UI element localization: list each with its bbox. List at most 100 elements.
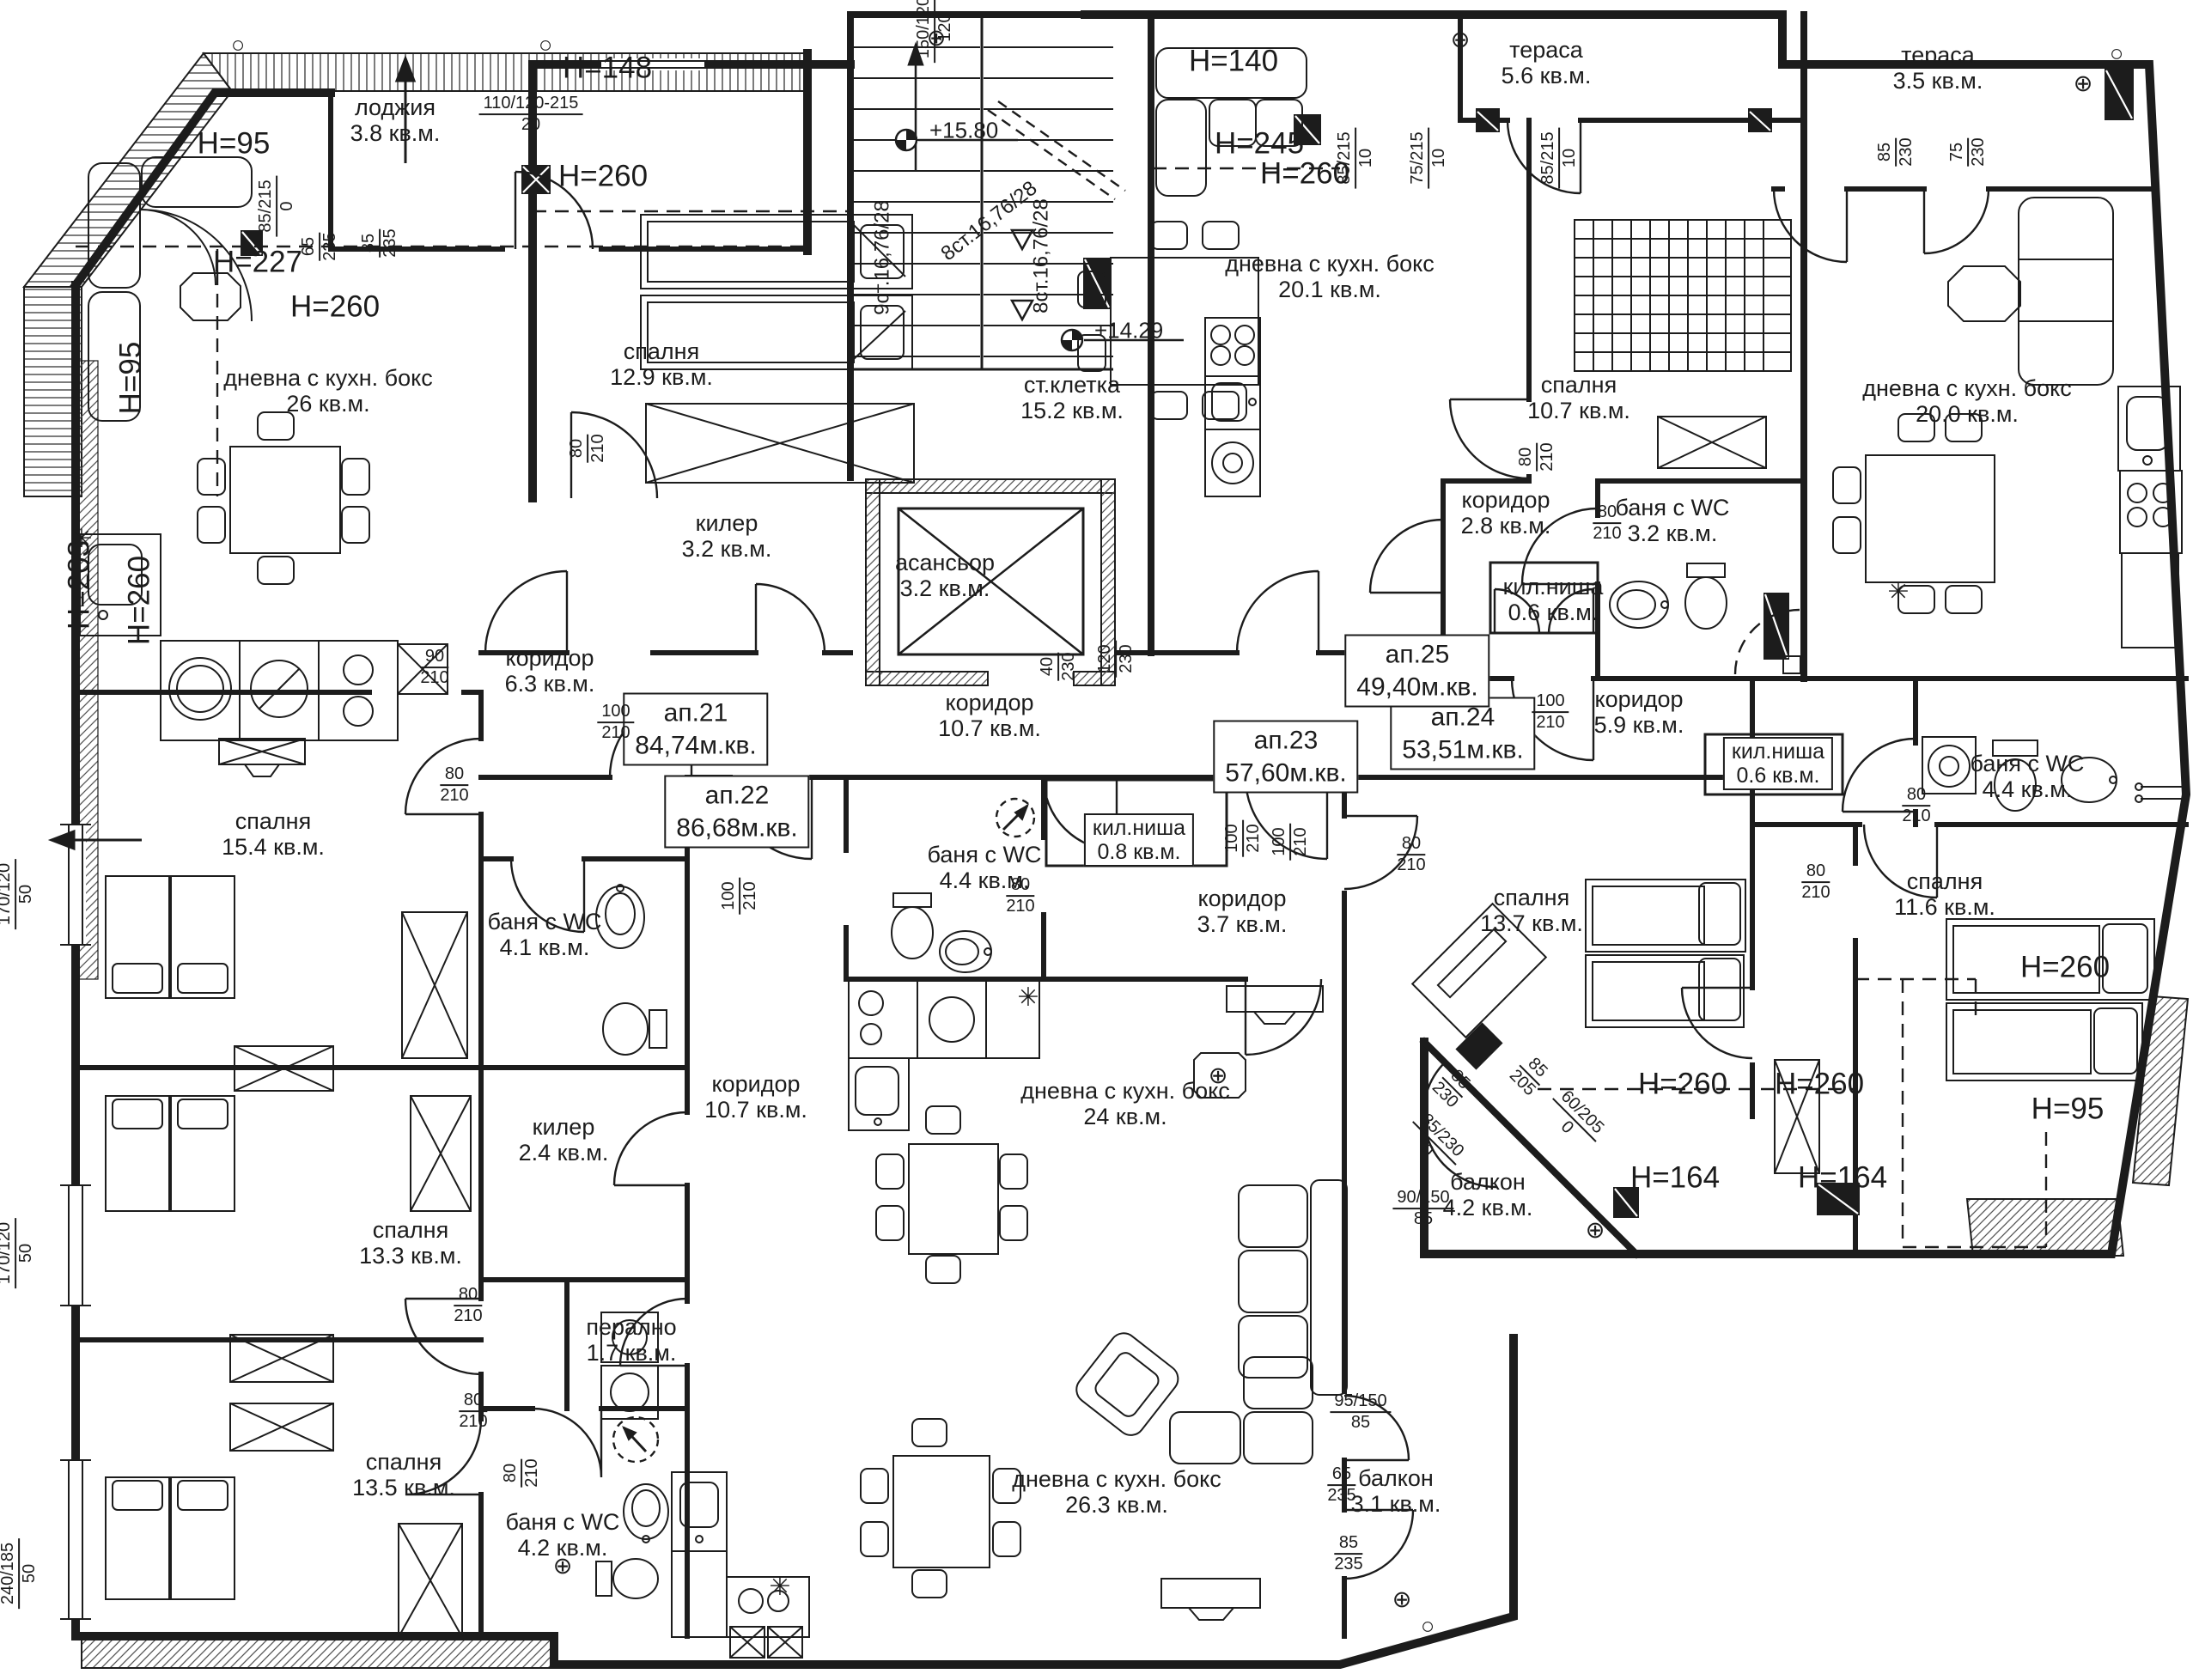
circle-symbol: ○ [230, 31, 246, 58]
level-markers [894, 128, 1184, 352]
circle-symbol: ○ [2109, 40, 2124, 66]
drain-symbol: ⊕ [1392, 1586, 1412, 1612]
drain-symbol: ⊕ [1208, 1062, 1228, 1088]
height-label: H=260 [2019, 950, 2111, 984]
height-label: H=260 [289, 289, 381, 324]
drain-symbol: ⊕ [2073, 70, 2093, 96]
height-label: H=95 [2031, 1092, 2105, 1126]
asterisk-symbol: ✳ [1887, 578, 1910, 607]
height-label: H=227 [212, 245, 303, 279]
height-label: H=164 [1629, 1160, 1721, 1195]
height-label: H=148 [562, 51, 653, 85]
height-label: H=260 [1774, 1067, 1865, 1101]
drain-symbol: ⊕ [1450, 26, 1471, 52]
furniture [88, 47, 2155, 1638]
asterisk-symbol: ✳ [769, 1573, 791, 1602]
drain-symbol: ⊕ [1585, 1216, 1605, 1243]
level-label: +14.29 [1094, 317, 1164, 344]
stair-label: 9ст.16,76/28 [870, 200, 894, 315]
dashed-lines [76, 100, 2048, 1464]
height-label: H=95 [113, 341, 148, 415]
height-label: H=260 [1259, 156, 1350, 191]
height-label: H=245 [1214, 126, 1305, 161]
height-label: H=95 [197, 126, 271, 161]
height-label: H=164 [1797, 1160, 1888, 1195]
bath-fixtures [595, 563, 2184, 1599]
exterior-walls [70, 10, 2191, 1669]
elevator-shaft [865, 478, 1116, 686]
asterisk-symbol: ✳ [1017, 983, 1039, 1013]
windows [60, 58, 704, 1620]
height-label: H=140 [1188, 44, 1279, 78]
direction-arrows [47, 54, 417, 851]
circle-symbol: ○ [538, 31, 553, 58]
height-label: H=260 [1637, 1067, 1728, 1101]
column-markers [241, 69, 2134, 1218]
drain-symbol: ⊕ [552, 1552, 573, 1579]
